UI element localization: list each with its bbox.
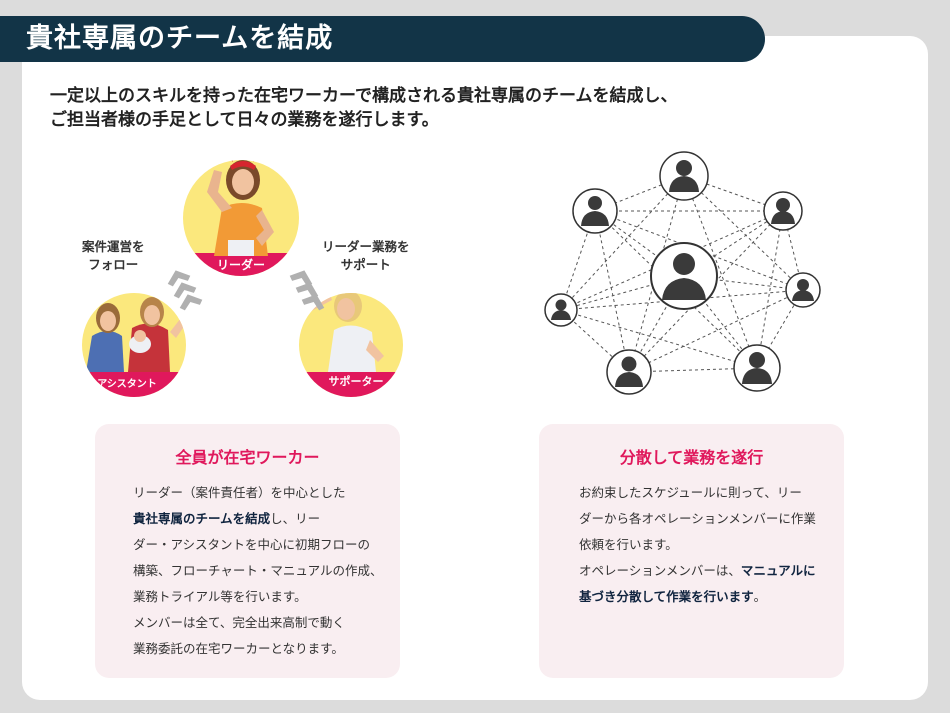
panel-right-line-2: ダーから各オペレーションメンバーに作業 — [579, 511, 816, 526]
panel-right-line-4: オペレーションメンバーは、マニュアルに — [579, 558, 826, 584]
lead-text: 一定以上のスキルを持った在宅ワーカーで構成される貴社専属のチームを結成し、 ご担… — [50, 84, 910, 132]
supporter-badge: サポーター — [329, 374, 384, 388]
avatar-leader-node — [650, 242, 718, 310]
assistant-figure — [82, 293, 186, 397]
page-title: 貴社専属のチームを結成 — [0, 16, 765, 62]
avatar-node-right — [785, 272, 821, 308]
panel-left-line-1: リーダー（案件責任者）を中心とした — [133, 485, 346, 500]
leader-badge: リーダー — [217, 257, 265, 272]
remote-worker-panel: 全員が在宅ワーカー リーダー（案件責任者）を中心とした 貴社専属のチームを結成し… — [95, 424, 400, 678]
panel-left-line-7: 業務委託の在宅ワーカーとなります。 — [133, 641, 344, 656]
avatar-node-lower-left — [606, 349, 652, 395]
panel-right-emphasis-1: マニュアルに — [740, 563, 816, 578]
panel-right-line-3: 依頼を行います。 — [579, 537, 678, 552]
panel-right-line-5-rest: 。 — [753, 589, 767, 604]
panel-left-line-3: ダー・アシスタントを中心に初期フローの — [133, 537, 371, 552]
follow-label: 案件運営を フォロー — [82, 238, 145, 274]
follow-label-line-1: 案件運営を — [82, 239, 145, 254]
panel-left-line-5: 業務トライアル等を行います。 — [133, 589, 307, 604]
remote-worker-panel-body: リーダー（案件責任者）を中心とした 貴社専属のチームを結成し、リー ダー・アシス… — [95, 480, 400, 662]
remote-worker-panel-title: 全員が在宅ワーカー — [175, 448, 320, 467]
panel-left-emphasis: 貴社専属のチームを結成 — [133, 511, 271, 526]
assistant-badge: アシスタント — [97, 378, 157, 390]
panel-right-line-4-rest: オペレーションメンバーは、 — [579, 563, 741, 578]
panel-left-line-6: メンバーは全て、完全出来高制で動く — [133, 615, 345, 630]
distributed-work-panel-title: 分散して業務を遂行 — [619, 448, 764, 467]
panel-left-line-2-rest: し、リー — [270, 511, 321, 526]
distributed-work-panel: 分散して業務を遂行 お約束したスケジュールに則って、リー ダーから各オペレーショ… — [539, 424, 844, 678]
panel-right-emphasis-2: 基づき分散して作業を行います — [579, 589, 754, 604]
leader-figure — [183, 160, 299, 276]
support-label: リーダー業務を サポート — [322, 238, 410, 274]
avatar-node-top — [659, 151, 709, 201]
panel-left-line-4: 構築、フローチャート・マニュアルの作成、 — [133, 563, 383, 578]
panel-left-line-2: 貴社専属のチームを結成し、リー — [133, 506, 382, 532]
lead-line-1: 一定以上のスキルを持った在宅ワーカーで構成される貴社専属のチームを結成し、 — [50, 86, 678, 106]
panel-right-line-5: 基づき分散して作業を行います。 — [579, 584, 826, 610]
avatar-node-left — [544, 293, 578, 327]
avatar-node-lower-right — [733, 344, 781, 392]
lead-line-2: ご担当者様の手足として日々の業務を遂行します。 — [50, 110, 439, 130]
chevron-up-right-icon — [167, 270, 203, 311]
distributed-work-panel-body: お約束したスケジュールに則って、リー ダーから各オペレーションメンバーに作業 依… — [539, 480, 844, 610]
chevron-up-left-icon — [289, 270, 325, 311]
follow-label-line-2: フォロー — [88, 257, 139, 272]
avatar-node-upper-left — [572, 188, 618, 234]
support-label-line-1: リーダー業務を — [322, 239, 410, 254]
panel-right-line-1: お約束したスケジュールに則って、リー — [579, 485, 802, 500]
avatar-node-upper-right — [763, 191, 803, 231]
support-label-line-2: サポート — [340, 257, 391, 272]
